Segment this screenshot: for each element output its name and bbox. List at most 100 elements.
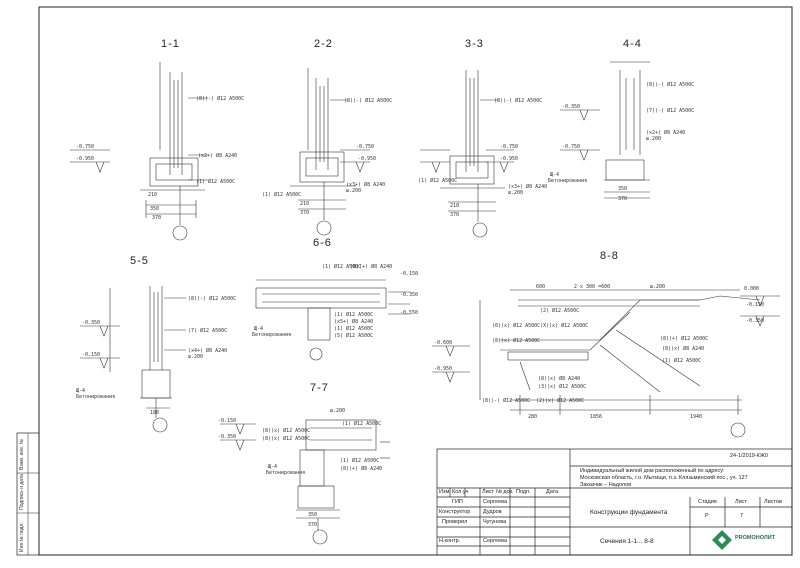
title-block-frame bbox=[436, 448, 793, 556]
svg-text:(8)(+) Ø8 А240: (8)(+) Ø8 А240 bbox=[340, 465, 382, 472]
stage-value: Р bbox=[705, 513, 709, 519]
svg-text:(8)(-) Ø12 А500С: (8)(-) Ø12 А500С bbox=[344, 97, 392, 104]
svg-text:(8)(x) Ø8 А240: (8)(x) Ø8 А240 bbox=[538, 375, 580, 382]
sheet-number: 7 bbox=[740, 513, 744, 519]
svg-text:-0.750: -0.750 bbox=[500, 144, 518, 150]
svg-text:180: 180 bbox=[150, 410, 159, 416]
svg-text:(8)(+) Ø8 А240: (8)(+) Ø8 А240 bbox=[350, 263, 392, 270]
svg-text:ш.200: ш.200 bbox=[508, 190, 523, 196]
svg-text:(x5+) Ø8 А240: (x5+) Ø8 А240 bbox=[334, 318, 373, 325]
svg-text:(1) Ø12 А500С: (1) Ø12 А500С bbox=[334, 311, 373, 318]
svg-text:(8)(x) Ø8 А240: (8)(x) Ø8 А240 bbox=[662, 345, 704, 352]
svg-text:-0.950: -0.950 bbox=[358, 156, 376, 162]
section-title: 8-8 bbox=[600, 250, 619, 262]
svg-text:Бетонирования: Бетонирования bbox=[252, 332, 291, 338]
svg-text:350: 350 bbox=[308, 512, 317, 518]
svg-text:370: 370 bbox=[308, 522, 317, 528]
svg-text:Бетонирования: Бетонирования bbox=[266, 470, 305, 476]
svg-text:600: 600 bbox=[536, 284, 545, 290]
svg-text:-0.350: -0.350 bbox=[746, 318, 764, 324]
svg-text:-0.950: -0.950 bbox=[76, 156, 94, 162]
svg-text:1856: 1856 bbox=[590, 414, 602, 420]
section-title: 7-7 bbox=[310, 382, 329, 394]
section-7-7-drawing bbox=[220, 419, 390, 545]
svg-text:(8)(-) Ø12 А500С: (8)(-) Ø12 А500С bbox=[482, 397, 530, 404]
svg-text:-0.350: -0.350 bbox=[218, 434, 236, 440]
svg-text:-0.750: -0.750 bbox=[76, 144, 94, 150]
svg-text:(1) Ø12 А500С: (1) Ø12 А500С bbox=[322, 263, 361, 270]
svg-text:0.000: 0.000 bbox=[744, 286, 759, 292]
svg-text:(x2+) Ø8 А240: (x2+) Ø8 А240 bbox=[198, 152, 237, 159]
svg-text:Щ-4: Щ-4 bbox=[268, 464, 277, 470]
svg-text:-0.750: -0.750 bbox=[562, 144, 580, 150]
section-8-8-drawing bbox=[432, 289, 780, 438]
svg-text:210: 210 bbox=[148, 192, 157, 198]
project-line-2: Московская область, г.о. Мытищи, п.з. Кл… bbox=[580, 475, 748, 481]
section-title: 3-3 bbox=[465, 38, 484, 50]
role-checked: Проверил bbox=[442, 519, 468, 525]
stage-label: Стадия bbox=[698, 499, 717, 505]
section-title: 6-6 bbox=[313, 237, 332, 249]
svg-text:(6)(x) Ø12 А500С: (6)(x) Ø12 А500С bbox=[492, 322, 540, 329]
svg-text:Бетонирования: Бетонирования bbox=[548, 178, 587, 184]
svg-text:-0.550: -0.550 bbox=[400, 310, 418, 316]
svg-text:ш.200: ш.200 bbox=[346, 188, 361, 194]
side-vzam: Взам. инв. № bbox=[19, 439, 25, 470]
sheets-label: Листов bbox=[764, 499, 782, 505]
svg-text:280: 280 bbox=[528, 414, 537, 420]
svg-text:(8)(x) Ø12 А500С: (8)(x) Ø12 А500С bbox=[262, 427, 310, 434]
svg-text:(8)(-) Ø12 А500С: (8)(-) Ø12 А500С bbox=[188, 295, 236, 302]
svg-text:(X)(x) Ø12 А500С: (X)(x) Ø12 А500С bbox=[540, 322, 588, 329]
svg-text:370: 370 bbox=[618, 196, 627, 202]
svg-text:(1) Ø12 А500С: (1) Ø12 А500С bbox=[262, 191, 301, 198]
svg-text:Бетонирования: Бетонирования bbox=[76, 394, 115, 400]
section-title: 1-1 bbox=[161, 38, 180, 50]
section-1-1-drawing bbox=[70, 62, 208, 241]
svg-text:Щ-4: Щ-4 bbox=[254, 326, 263, 332]
svg-text:370: 370 bbox=[152, 215, 161, 221]
col-kol-uch: Кол.уч bbox=[452, 489, 469, 495]
svg-text:-0.950: -0.950 bbox=[500, 156, 518, 162]
side-podp: Подпись и дата bbox=[19, 474, 25, 510]
svg-text:210: 210 bbox=[300, 201, 309, 207]
svg-text:370: 370 bbox=[450, 212, 459, 218]
svg-text:(x2+) Ø8 А240: (x2+) Ø8 А240 bbox=[646, 129, 685, 136]
svg-text:(8)(-) Ø12 А500С: (8)(-) Ø12 А500С bbox=[196, 95, 244, 102]
company-logo bbox=[712, 530, 732, 550]
svg-text:370: 370 bbox=[300, 210, 309, 216]
svg-text:(8)(-) Ø12 А500С: (8)(-) Ø12 А500С bbox=[494, 97, 542, 104]
svg-text:(x3+) Ø8 А240: (x3+) Ø8 А240 bbox=[346, 181, 385, 188]
project-line-1: Индивидуальный жилой дом расположенный п… bbox=[580, 468, 725, 474]
svg-text:(1) Ø12 А500С: (1) Ø12 А500С bbox=[196, 178, 235, 185]
name-gip: Сергеева bbox=[483, 499, 508, 505]
sheet-label: Лист bbox=[735, 499, 747, 505]
section-3-3-drawing bbox=[420, 70, 514, 238]
sheet-title: Конструкции фундамента bbox=[590, 509, 668, 516]
svg-text:(1) Ø12 А500С: (1) Ø12 А500С bbox=[342, 420, 381, 427]
svg-text:(8)(+) Ø12 А500С: (8)(+) Ø12 А500С bbox=[660, 335, 708, 342]
section-title: 4-4 bbox=[623, 38, 642, 50]
svg-text:2 x 300 =600: 2 x 300 =600 bbox=[574, 284, 610, 290]
svg-text:(x4+) Ø8 А240: (x4+) Ø8 А240 bbox=[188, 347, 227, 354]
section-2-2-drawing bbox=[290, 68, 370, 236]
svg-text:(3)(x) Ø12 А500С: (3)(x) Ø12 А500С bbox=[538, 383, 586, 390]
section-6-6-drawing bbox=[255, 279, 410, 361]
section-4-4-drawing bbox=[560, 61, 650, 199]
svg-text:ш.200: ш.200 bbox=[330, 408, 345, 414]
name-n-kontr: Сергеева bbox=[483, 538, 508, 544]
svg-text:(7)(-) Ø12 А500С: (7)(-) Ø12 А500С bbox=[646, 107, 694, 114]
section-title: 5-5 bbox=[130, 255, 149, 267]
svg-text:-0.600: -0.600 bbox=[434, 340, 452, 346]
name-checked: Чугунова bbox=[483, 519, 507, 525]
svg-text:-0.350: -0.350 bbox=[82, 320, 100, 326]
svg-text:(1) Ø12 А500С: (1) Ø12 А500С bbox=[334, 325, 373, 332]
svg-text:ш.200: ш.200 bbox=[646, 136, 661, 142]
svg-text:(2)(x) Ø12 А500С: (2)(x) Ø12 А500С bbox=[536, 397, 584, 404]
svg-text:210: 210 bbox=[450, 203, 459, 209]
svg-text:350: 350 bbox=[150, 206, 159, 212]
svg-text:(2) Ø12 А500С: (2) Ø12 А500С bbox=[540, 307, 579, 314]
project-line-3: Заказчик – Надолов bbox=[580, 482, 632, 488]
section-5-5-drawing bbox=[80, 286, 186, 433]
